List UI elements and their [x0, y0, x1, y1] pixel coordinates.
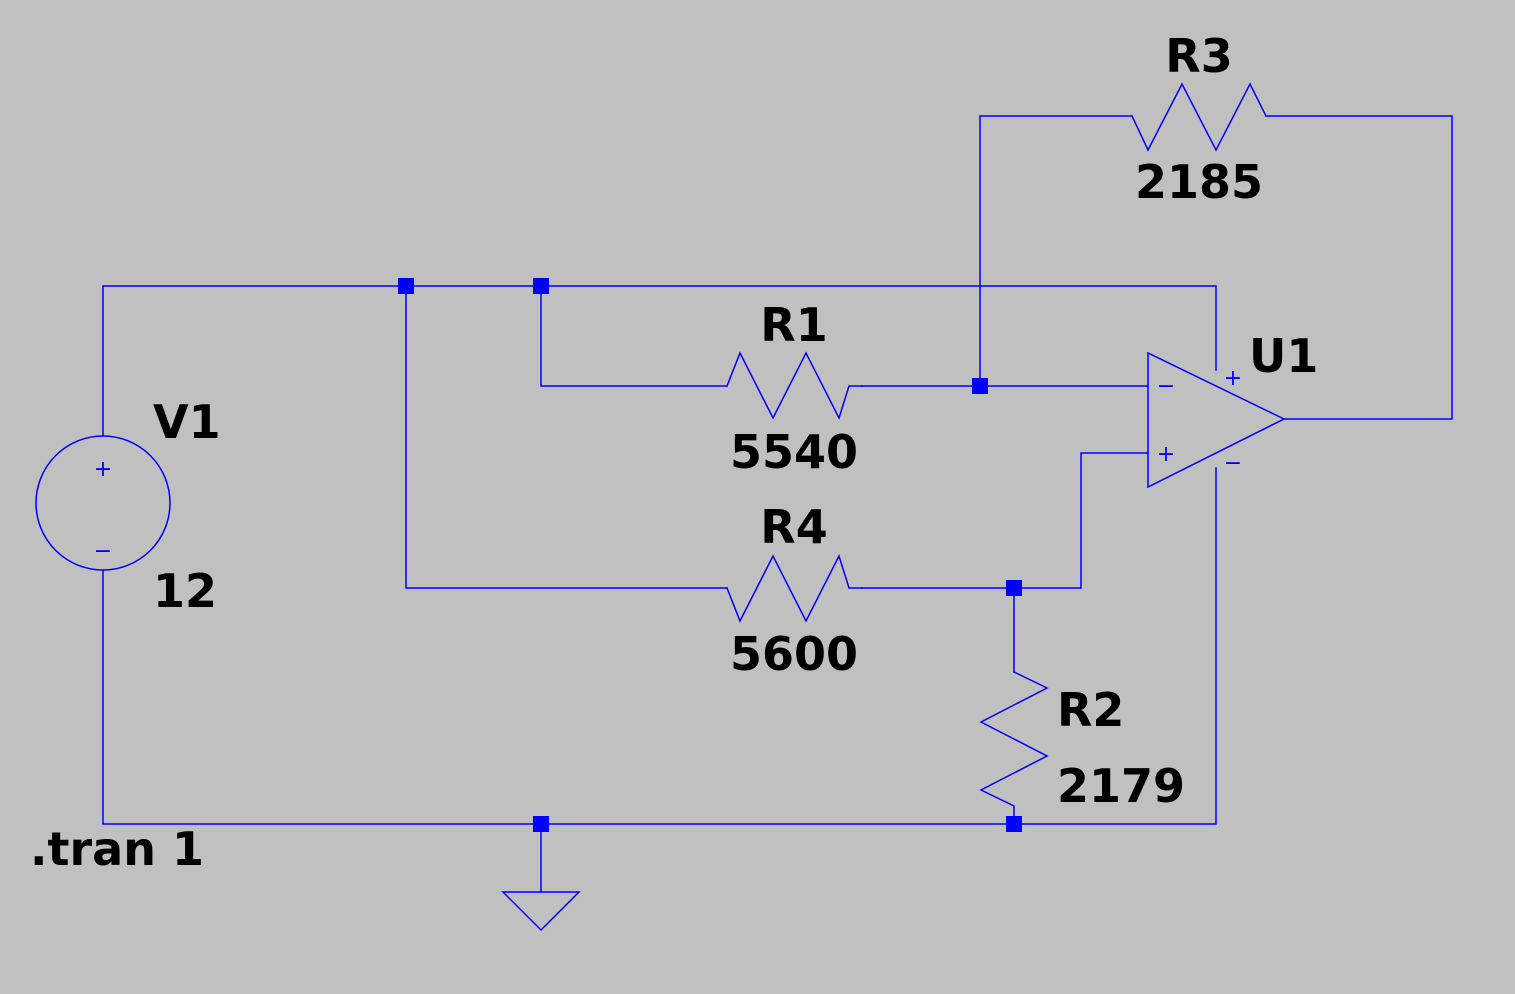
source-minus-mark: −: [94, 539, 112, 564]
v1-value-label[interactable]: 12: [153, 564, 217, 618]
r4-value-label[interactable]: 5600: [730, 627, 858, 681]
junction-dot[interactable]: [533, 816, 549, 832]
wires: [102, 115, 1453, 893]
junction-dot[interactable]: [533, 278, 549, 294]
r2-value-label[interactable]: 2179: [1057, 759, 1185, 813]
wire-r4-right[interactable]: [861, 452, 1149, 589]
r2-name-label[interactable]: R2: [1057, 683, 1124, 737]
wire-r3-left[interactable]: [979, 115, 1133, 387]
resistor-r1-zigzag: [726, 351, 863, 420]
resistor-r3-zigzag: [1131, 82, 1268, 152]
ground-triangle-icon: [501, 891, 581, 932]
r4-name-label[interactable]: R4: [760, 500, 827, 554]
wire-bottom-rail[interactable]: [102, 467, 1217, 825]
resistor-r2-zigzag: [979, 670, 1049, 825]
opamp-vminus-mark: −: [1224, 451, 1242, 476]
resistor-r4-zigzag: [726, 554, 863, 623]
opamp-u1[interactable]: − + + −: [1147, 351, 1286, 489]
source-plus-mark: +: [94, 457, 112, 482]
r3-value-label[interactable]: 2185: [1135, 155, 1263, 209]
r1-value-label[interactable]: 5540: [730, 425, 858, 479]
opamp-triangle: [1147, 351, 1286, 489]
r3-name-label[interactable]: R3: [1165, 29, 1232, 83]
wire-r4-left[interactable]: [405, 285, 728, 589]
resistor-r2[interactable]: [979, 670, 1049, 825]
ground-symbol[interactable]: [501, 891, 581, 932]
source-circle: [35, 435, 171, 571]
wire-top-rail[interactable]: [102, 285, 1217, 436]
junction-dot[interactable]: [972, 378, 988, 394]
junction-dot[interactable]: [1006, 580, 1022, 596]
labels: V1 12 R1 5540 R3 2185 R4 5600 R2 2179 U1…: [30, 29, 1318, 876]
resistor-r3[interactable]: [1131, 82, 1268, 152]
opamp-noninverting-mark: +: [1157, 442, 1175, 467]
opamp-inverting-mark: −: [1157, 374, 1175, 399]
u1-name-label[interactable]: U1: [1249, 329, 1318, 383]
voltage-source-v1[interactable]: + −: [35, 435, 171, 571]
resistor-r4[interactable]: [726, 554, 863, 623]
wire-r1-left[interactable]: [540, 285, 728, 387]
v1-name-label[interactable]: V1: [153, 395, 221, 449]
junction-dot[interactable]: [398, 278, 414, 294]
opamp-vplus-mark: +: [1224, 366, 1242, 391]
r1-name-label[interactable]: R1: [760, 298, 827, 352]
junctions: [398, 278, 1022, 832]
resistor-r1[interactable]: [726, 351, 863, 420]
spice-directive[interactable]: .tran 1: [30, 822, 204, 876]
wire-r3-right[interactable]: [1265, 115, 1453, 420]
junction-dot[interactable]: [1006, 816, 1022, 832]
